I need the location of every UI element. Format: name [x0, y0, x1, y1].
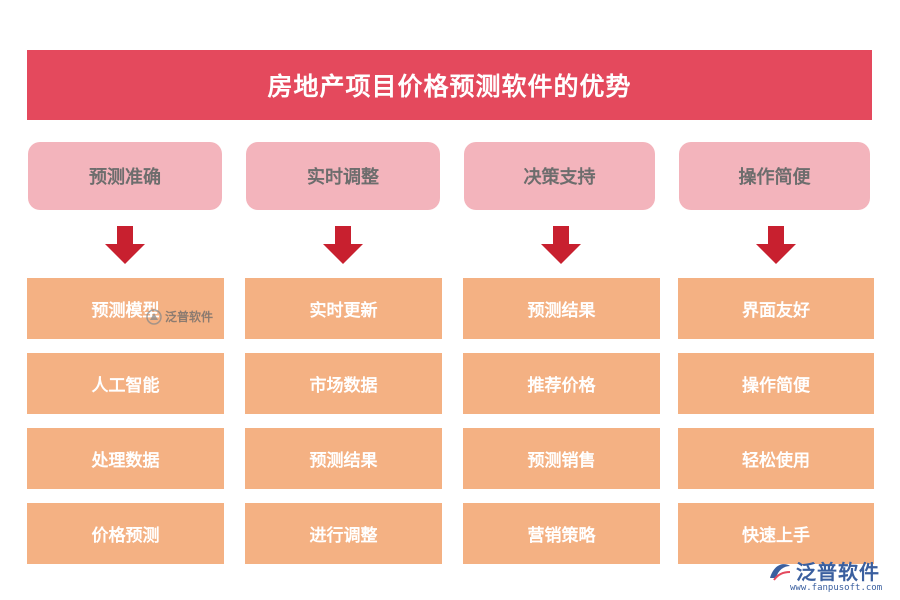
column-3-item-1: 预测结果	[463, 278, 660, 339]
column-1-item-4: 价格预测	[27, 503, 224, 564]
brand-logo: 泛普软件 www.fanpusoft.com	[768, 556, 882, 593]
column-2-item-1: 实时更新	[245, 278, 442, 339]
column-2-item-3: 预测结果	[245, 428, 442, 489]
watermark-logo-icon	[146, 308, 162, 325]
column-header-3: 决策支持	[464, 142, 655, 210]
column-header-4: 操作简便	[679, 142, 870, 210]
down-arrow-icon	[105, 226, 145, 264]
brand-url: www.fanpusoft.com	[790, 583, 883, 593]
diagram-title: 房地产项目价格预测软件的优势	[27, 50, 872, 120]
watermark: 泛普软件	[146, 308, 213, 325]
column-1-item-1: 预测模型	[27, 278, 224, 339]
watermark-text: 泛普软件	[165, 310, 214, 324]
column-4-item-4: 快速上手	[678, 503, 874, 564]
down-arrow-icon	[756, 226, 796, 264]
brand-logo-icon	[770, 563, 791, 581]
column-2-item-2: 市场数据	[245, 353, 442, 414]
column-2-item-4: 进行调整	[245, 503, 442, 564]
column-4-item-1: 界面友好	[678, 278, 874, 339]
column-3-item-2: 推荐价格	[463, 353, 660, 414]
column-3-item-4: 营销策略	[463, 503, 660, 564]
column-3-item-3: 预测销售	[463, 428, 660, 489]
column-4-item-3: 轻松使用	[678, 428, 874, 489]
column-header-2: 实时调整	[246, 142, 440, 210]
column-header-1: 预测准确	[28, 142, 222, 210]
column-1-item-3: 处理数据	[27, 428, 224, 489]
down-arrow-icon	[323, 226, 363, 264]
brand-name: 泛普软件	[796, 560, 880, 584]
column-1-item-2: 人工智能	[27, 353, 224, 414]
down-arrow-icon	[541, 226, 581, 264]
column-4-item-2: 操作简便	[678, 353, 874, 414]
